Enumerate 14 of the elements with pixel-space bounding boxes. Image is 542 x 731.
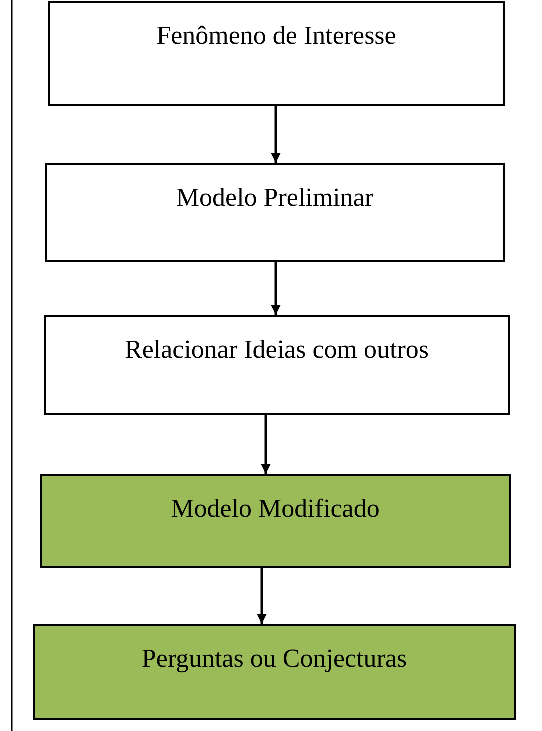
box-label: Perguntas ou Conjecturas — [140, 644, 408, 674]
process-box — [40, 474, 511, 568]
arrow — [271, 262, 281, 315]
process-box — [33, 624, 516, 720]
process-box — [48, 1, 505, 106]
process-box — [45, 163, 505, 262]
box-label: Fenômeno de Interesse — [156, 21, 398, 51]
box-label: Modelo Modificado — [170, 494, 381, 524]
process-box — [44, 315, 510, 415]
box-label: Relacionar Ideias com outros — [124, 335, 430, 365]
arrow — [261, 415, 271, 474]
arrow — [257, 568, 267, 624]
box-label: Modelo Preliminar — [175, 183, 375, 213]
arrow — [271, 106, 281, 163]
